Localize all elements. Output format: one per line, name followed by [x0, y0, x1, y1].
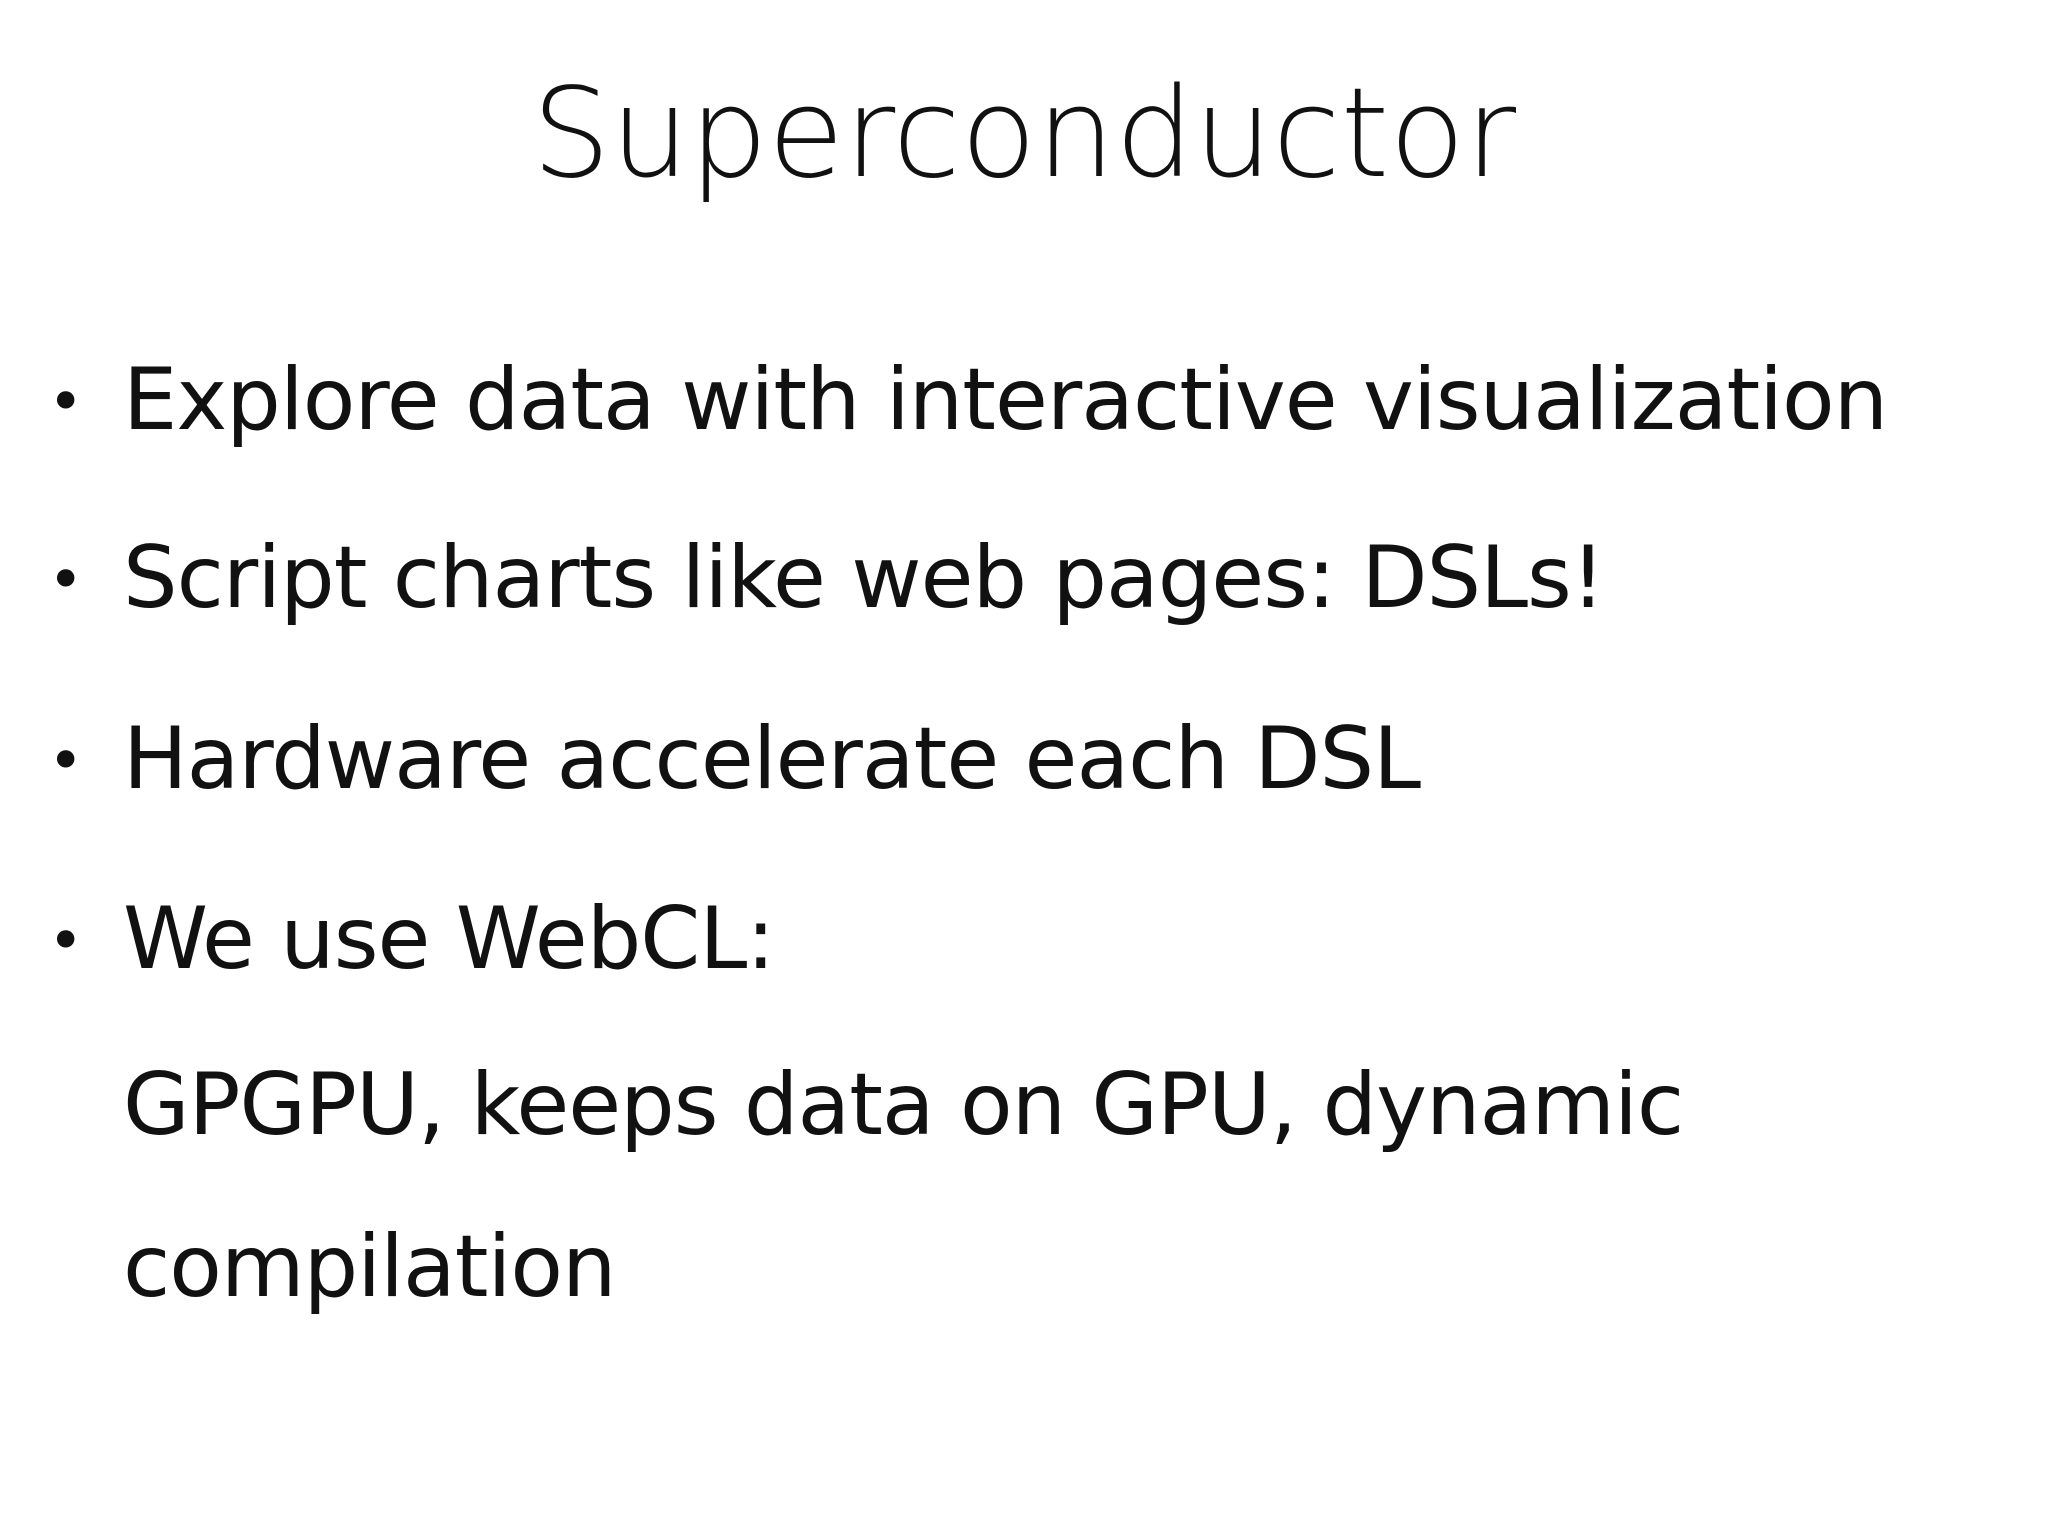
bullet-marker: • [48, 906, 84, 976]
bullet-text: Script charts like web pages: DSLs! [123, 528, 1605, 628]
bullet-marker: • [48, 367, 84, 437]
bullet-marker: • [48, 545, 84, 615]
bullet-continuation-line: compilation [123, 1217, 616, 1317]
bullet-text: We use WebCL: [123, 889, 775, 989]
bullet-text: Hardware accelerate each DSL [123, 709, 1421, 809]
bullet-text: Explore data with interactive visualizat… [123, 350, 1888, 450]
bullet-continuation-line: GPGPU, keeps data on GPU, dynamic [123, 1055, 1684, 1155]
bullet-marker: • [48, 726, 84, 796]
slide-title: Superconductor [531, 62, 1517, 206]
